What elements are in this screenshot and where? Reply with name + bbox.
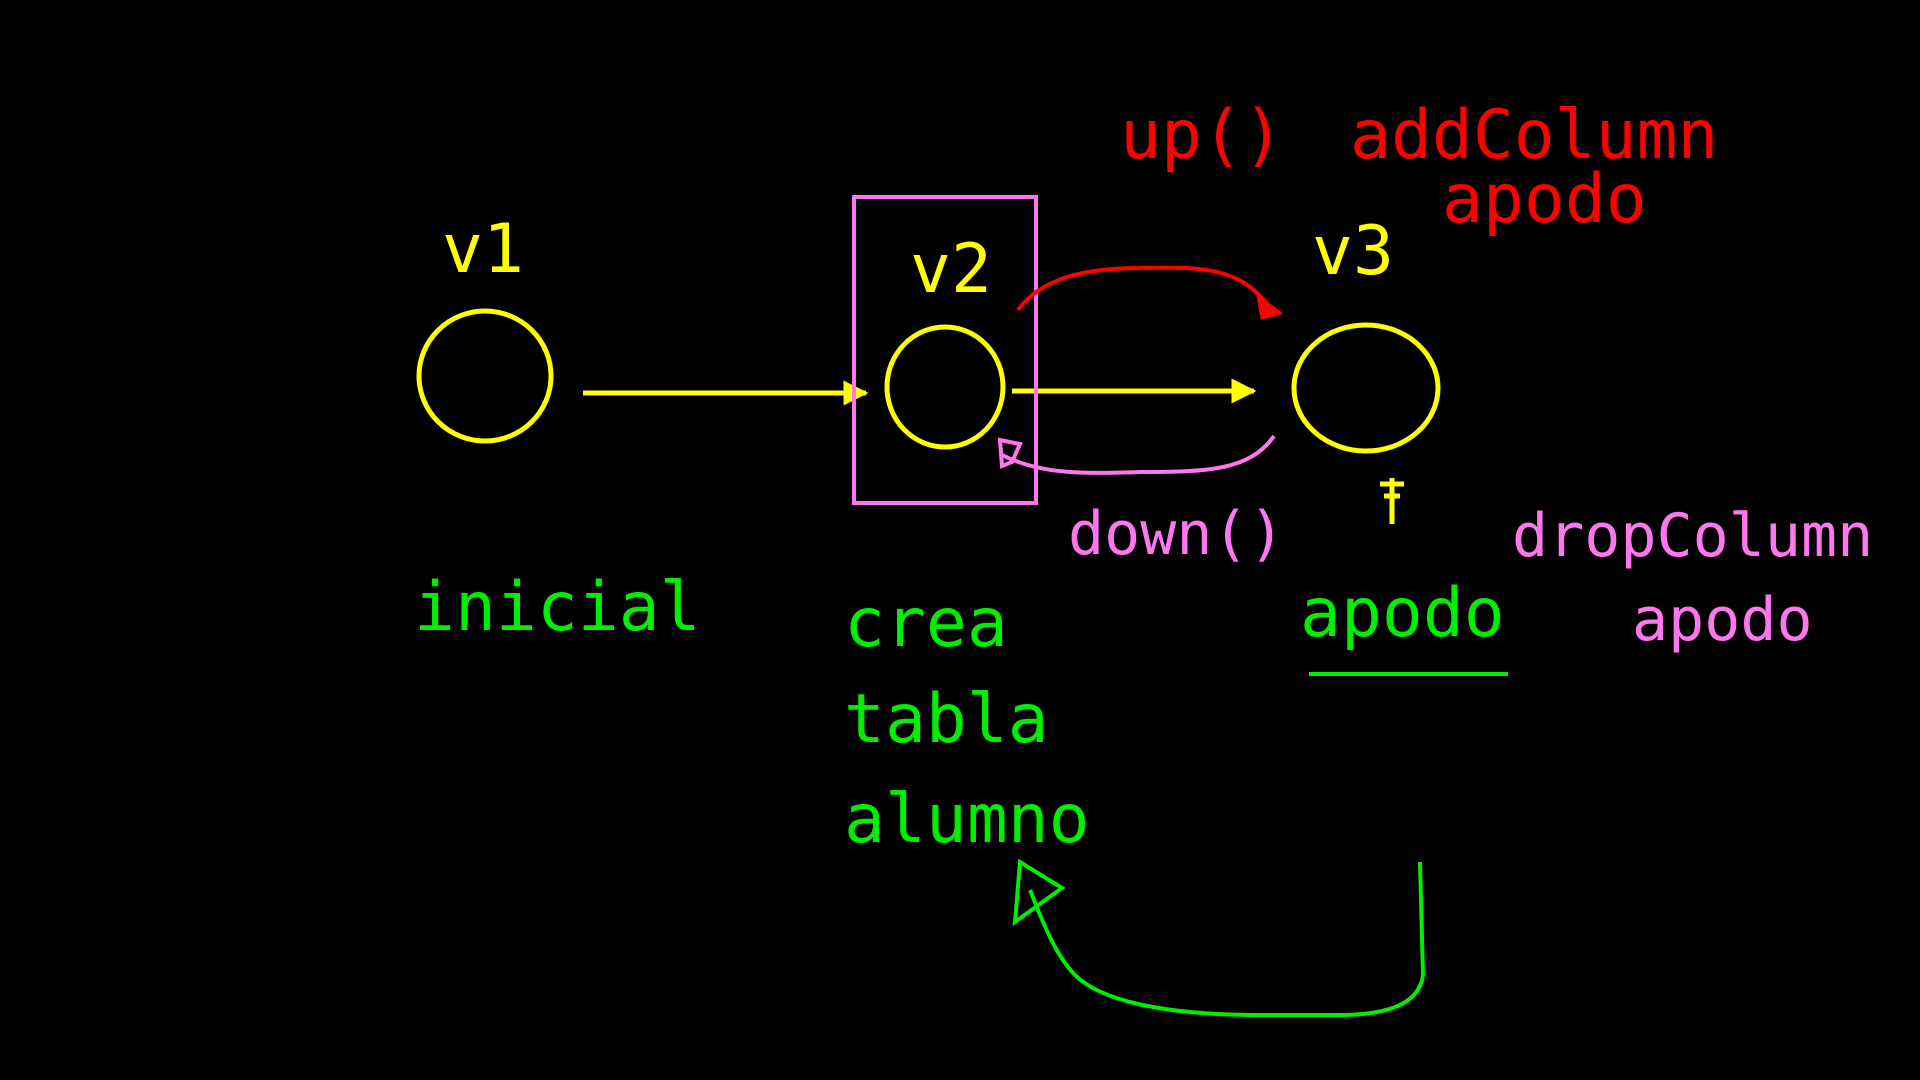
- v2-state-line-3: alumno: [844, 780, 1090, 859]
- v1-label: v1: [442, 210, 524, 289]
- v2-label: v2: [910, 230, 992, 309]
- up-arrow-arc: [1016, 265, 1270, 312]
- v2-node-circle: [884, 324, 1006, 450]
- up-call-label: up(): [1120, 96, 1284, 175]
- v1-node-circle: [416, 308, 554, 444]
- v3-pointer-mark: [1380, 478, 1404, 524]
- up-action-label: addColumn: [1350, 96, 1719, 175]
- v3-node-circle: [1291, 322, 1441, 454]
- v3-label: v3: [1312, 212, 1394, 291]
- current-version-box: [852, 195, 1038, 505]
- v2-state-line-1: crea: [844, 584, 1008, 663]
- down-action-label: dropColumn: [1512, 501, 1874, 571]
- rollback-arrow-head: [1012, 858, 1066, 927]
- up-arrow-head: [1255, 292, 1284, 320]
- rollback-arrow-curve: [1028, 861, 1426, 1017]
- down-column-label: apodo: [1632, 585, 1813, 655]
- up-column-label: apodo: [1442, 160, 1647, 239]
- down-arrow-arc: [1001, 434, 1276, 475]
- v1-state-label: inicial: [414, 568, 701, 647]
- v3-state-label: apodo: [1300, 574, 1505, 653]
- v2-state-line-2: tabla: [844, 680, 1049, 759]
- down-arrow-head: [997, 437, 1023, 469]
- down-call-label: down(): [1068, 499, 1285, 569]
